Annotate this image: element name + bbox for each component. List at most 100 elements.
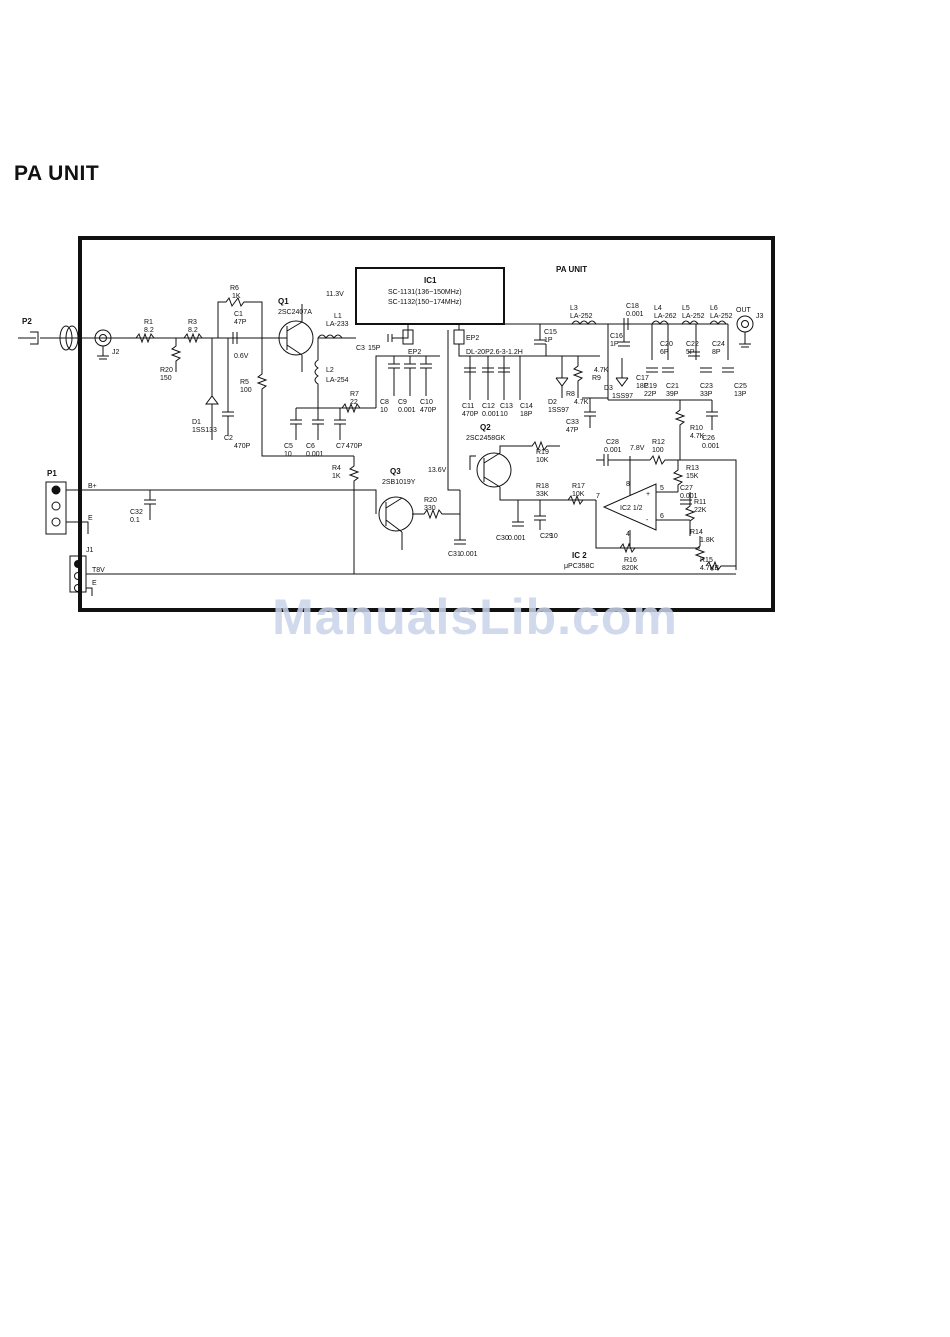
r10-val: 4.7K — [690, 433, 705, 440]
c5-ref: C5 — [284, 443, 293, 450]
watermark: ManualsLib.com — [272, 589, 678, 645]
label-p2: P2 — [22, 317, 32, 326]
r5 — [256, 338, 354, 457]
c2 — [222, 338, 234, 436]
label-j2: J2 — [112, 349, 120, 356]
l6 — [709, 320, 727, 325]
c28 — [596, 454, 650, 466]
ep2-a — [402, 329, 414, 345]
c13-ref: C13 — [500, 403, 513, 410]
c6 — [312, 419, 324, 440]
r1-ref: R1 — [144, 319, 153, 326]
ic2-block-label: IC2 1/2 — [620, 505, 643, 512]
r14-ref: R14 — [690, 529, 703, 536]
c29-val: 10 — [550, 533, 558, 540]
r8-val: 4.7K — [574, 399, 589, 406]
l4-val: LA-262 — [654, 313, 677, 320]
ic2-pin7: 7 — [596, 493, 600, 500]
l1-val: LA-233 — [326, 321, 349, 328]
r16-ref: R16 — [624, 557, 637, 564]
c21-val: 39P — [666, 391, 679, 398]
ep2-b — [453, 329, 465, 345]
c16-val: 1P — [610, 341, 619, 348]
r13-ref: R13 — [686, 465, 699, 472]
c1-ref: C1 — [234, 311, 243, 318]
r14 — [694, 536, 706, 562]
c22-val: 5P — [686, 349, 695, 356]
r10 — [674, 400, 686, 460]
label-e1: E — [88, 515, 93, 522]
r19-val: 10K — [536, 457, 549, 464]
c22-ref: C22 — [686, 341, 699, 348]
label-ep2-a: EP2 — [408, 349, 421, 356]
l1-ref: L1 — [334, 313, 342, 320]
r8-ref: R8 — [566, 391, 575, 398]
r16 — [619, 542, 636, 554]
c19-val: 22P — [644, 391, 657, 398]
l3 — [571, 320, 597, 325]
c12 — [482, 367, 494, 373]
c8-ref: C8 — [380, 399, 389, 406]
label-ep2-b: EP2 — [466, 335, 479, 342]
label-p1: P1 — [47, 469, 57, 478]
l6-val: LA-252 — [710, 313, 733, 320]
r8 — [572, 356, 584, 398]
p1-connector — [45, 481, 67, 535]
r20b-ref: R20 — [424, 497, 437, 504]
c16-ref: C16 — [610, 333, 623, 340]
l2 — [314, 338, 319, 408]
c3-val: 15P — [368, 345, 381, 352]
r15-ref: R15 — [700, 557, 713, 564]
voltage-13-6: 13.6V — [428, 467, 447, 474]
r6-val: 1K — [232, 293, 241, 300]
label-e2: E — [92, 580, 97, 587]
label-q1-part: 2SC2407A — [278, 309, 312, 316]
c8-val: 10 — [380, 407, 388, 414]
c22 — [688, 351, 700, 357]
c30 — [512, 521, 524, 527]
d2-val: 1SS97 — [548, 407, 569, 414]
c2-val: 470P — [234, 443, 251, 450]
c28-ref: C28 — [606, 439, 619, 446]
c26 — [706, 400, 718, 430]
c23-val: 33P — [700, 391, 713, 398]
c18-ref: C18 — [626, 303, 639, 310]
c31-ref: C31 — [448, 551, 461, 558]
r9-ref: R9 — [592, 375, 601, 382]
c20-ref: C20 — [660, 341, 673, 348]
r5-val: 100 — [240, 387, 252, 394]
voltage-11-3: 11.3V — [326, 291, 344, 298]
r12 — [649, 454, 737, 570]
r17-val: 10K — [572, 491, 585, 498]
c12-val: 0.001 — [482, 411, 500, 418]
d1 — [205, 338, 219, 440]
c23-ref: C23 — [700, 383, 713, 390]
c10 — [420, 356, 432, 396]
c16 — [618, 330, 630, 347]
r17-ref: R17 — [572, 483, 585, 490]
label-j3: J3 — [756, 313, 764, 320]
c11 — [464, 367, 476, 373]
label-b-plus: B+ — [88, 483, 97, 490]
r7-val: 22 — [350, 399, 358, 406]
c27-val: 0.001 — [680, 493, 698, 500]
r1 — [135, 332, 155, 344]
c28-val: 0.001 — [604, 447, 622, 454]
c15-ref: C15 — [544, 329, 557, 336]
b-plus-rail — [66, 489, 354, 534]
t8v-rail — [86, 573, 736, 596]
c24-ref: C24 — [712, 341, 725, 348]
ic1-line2: SC-1132(150~174MHz) — [388, 299, 462, 306]
q2-transistor — [476, 452, 512, 488]
c27-ref: C27 — [680, 485, 693, 492]
d2-ref: D2 — [548, 399, 557, 406]
c29 — [534, 500, 546, 530]
r19 — [499, 440, 560, 453]
r17 — [567, 494, 584, 506]
c5 — [290, 419, 302, 440]
r18-val: 33K — [536, 491, 549, 498]
ic2-pin8: 8 — [626, 481, 630, 488]
l3-val: LA-252 — [570, 313, 593, 320]
j3-jack — [736, 315, 754, 333]
